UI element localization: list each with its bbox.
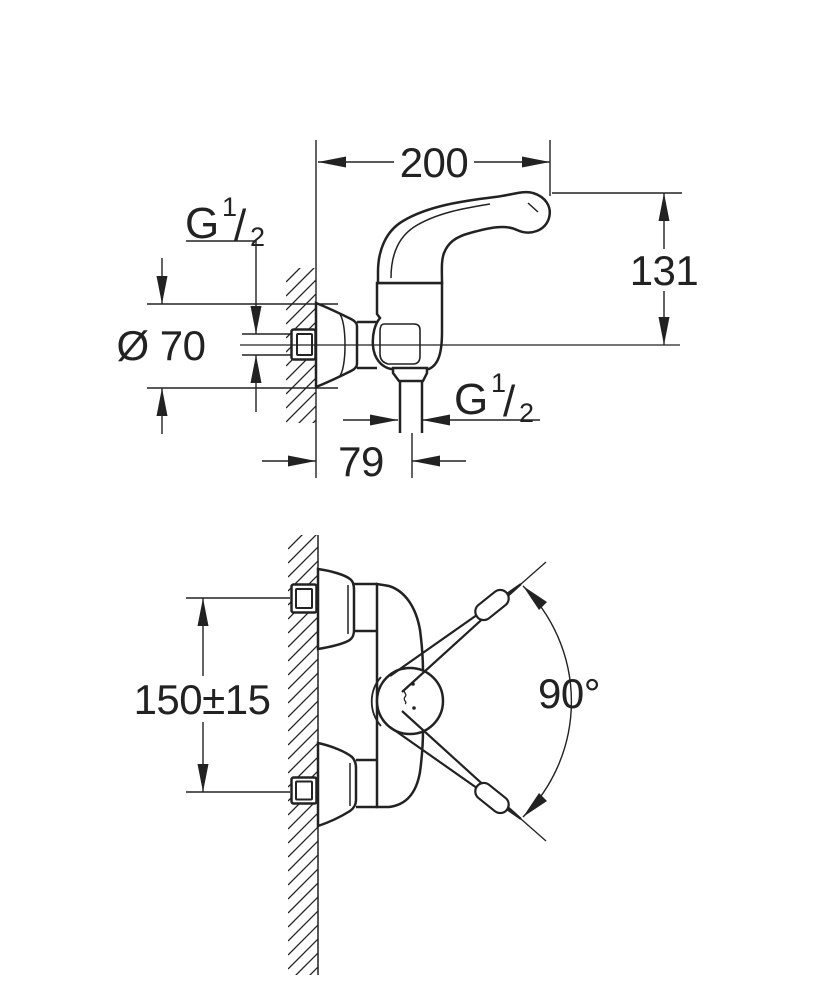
- svg-text:/: /: [503, 377, 516, 426]
- arrowhead: [197, 598, 209, 626]
- dimension-width-200: [318, 140, 551, 196]
- svg-text:2: 2: [519, 398, 534, 428]
- cartridge-dome: [375, 666, 445, 736]
- label-diameter-70: Ø 70: [116, 322, 205, 369]
- escutcheon-bottom: [316, 741, 358, 828]
- side-view-drawing: [186, 535, 573, 975]
- wall-hatch-top: [286, 268, 316, 423]
- dimension-diameter-70: [147, 258, 338, 434]
- dimension-inlet-spacing: [186, 597, 290, 793]
- arrowhead: [658, 317, 670, 345]
- mixer-body: [371, 281, 444, 371]
- label-thread-top: G 1 / 2: [185, 192, 265, 252]
- arrowhead: [422, 414, 450, 426]
- label-width-200: 200: [400, 139, 469, 186]
- neck-top: [354, 582, 377, 633]
- label-swivel-angle: 90°: [538, 670, 600, 717]
- spout-face-contour: [379, 323, 421, 365]
- lever-handle: [376, 190, 551, 285]
- label-height-131: 131: [630, 247, 699, 294]
- arrowhead: [412, 455, 440, 467]
- arrowhead: [288, 455, 316, 467]
- svg-text:2: 2: [250, 222, 265, 252]
- outlet-flange: [391, 366, 429, 383]
- arrowhead: [370, 414, 398, 426]
- svg-text:1: 1: [491, 368, 506, 398]
- arrowhead: [250, 306, 262, 334]
- outlet-pipe: [398, 381, 424, 433]
- arrowhead: [197, 764, 209, 792]
- thread-leader-top: [186, 240, 291, 412]
- inlet-square-bottom-inner: [295, 780, 313, 801]
- neck-cylinder: [357, 320, 377, 370]
- thread-dimension-bottom: [343, 414, 540, 426]
- arrowhead: [156, 276, 168, 304]
- arrowhead: [318, 156, 346, 168]
- cartridge-dome-contour: [370, 676, 382, 727]
- arrowhead: [250, 355, 262, 383]
- lever-tip-tick: [527, 202, 539, 213]
- arrowhead: [658, 193, 670, 221]
- label-inlet-spacing: 150±15: [134, 676, 271, 723]
- arrowhead: [522, 156, 550, 168]
- arrowhead: [523, 586, 547, 610]
- lever-up-position: [389, 561, 547, 693]
- lever-down-position: [389, 710, 547, 842]
- svg-text:1: 1: [222, 192, 237, 222]
- neck-bottom: [356, 758, 378, 809]
- swivel-arc: [522, 585, 573, 818]
- dimension-labels: 200 131 Ø 70 79 G 1 / 2 G 1 / 2 150±15 9…: [116, 139, 698, 723]
- svg-text:G: G: [185, 199, 219, 248]
- top-view-drawing: [147, 140, 682, 478]
- label-offset-79: 79: [338, 438, 384, 485]
- inlet-square-top-inner: [295, 588, 313, 609]
- arrowhead: [156, 388, 168, 416]
- label-thread-bottom: G 1 / 2: [454, 368, 534, 428]
- svg-text:G: G: [454, 375, 488, 424]
- lever-highlight-line: [390, 203, 491, 279]
- dimension-height-131: [552, 192, 682, 345]
- dimension-offset-79: [262, 433, 466, 478]
- svg-text:/: /: [234, 201, 247, 250]
- arrowhead: [523, 793, 547, 817]
